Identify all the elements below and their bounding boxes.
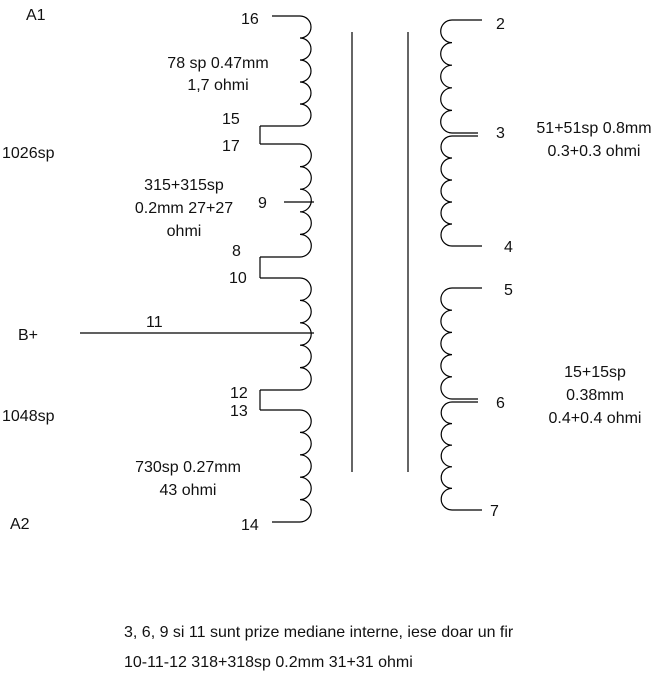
coil-6-7 bbox=[440, 401, 453, 511]
coil-16-15 bbox=[299, 15, 312, 127]
spec-5-7-line3: 0.4+0.4 ohmi bbox=[549, 410, 642, 427]
coil-10-12 bbox=[299, 277, 312, 391]
pin-14: 14 bbox=[241, 517, 259, 534]
spec-17-8-line3: ohmi bbox=[167, 223, 202, 240]
label-a2: A2 bbox=[10, 516, 30, 533]
pin-3: 3 bbox=[496, 125, 505, 142]
pin-12: 12 bbox=[230, 385, 248, 402]
pin-8: 8 bbox=[232, 243, 241, 260]
spec-17-8-line1: 315+315sp bbox=[144, 177, 224, 194]
pin-17: 17 bbox=[222, 138, 240, 155]
coil-13-14 bbox=[299, 409, 312, 523]
pin-7: 7 bbox=[490, 503, 499, 520]
pin-6: 6 bbox=[496, 395, 505, 412]
spec-13-14-line1: 730sp 0.27mm bbox=[135, 459, 241, 476]
pin-11: 11 bbox=[146, 314, 163, 331]
transformer-core bbox=[351, 32, 409, 472]
label-a1: A1 bbox=[26, 7, 46, 24]
secondary-winding bbox=[440, 19, 482, 511]
spec-16-15-line2: 1,7 ohmi bbox=[187, 77, 248, 94]
label-primary-lower-turns: 1048sp bbox=[2, 408, 55, 425]
note-winding-10-12: 10-11-12 318+318sp 0.2mm 31+31 ohmi bbox=[124, 654, 413, 671]
note-center-taps: 3, 6, 9 si 11 sunt prize mediane interne… bbox=[124, 624, 514, 641]
pin-16: 16 bbox=[241, 11, 259, 28]
spec-2-4-line2: 0.3+0.3 ohmi bbox=[548, 143, 641, 160]
spec-2-4: 51+51sp 0.8mm 0.3+0.3 ohmi bbox=[536, 120, 651, 160]
spec-13-14: 730sp 0.27mm 43 ohmi bbox=[135, 459, 241, 499]
spec-17-8-line2: 0.2mm 27+27 bbox=[135, 200, 233, 217]
pin-4: 4 bbox=[504, 239, 513, 256]
coil-2-3 bbox=[440, 19, 453, 134]
spec-5-7-line2: 0.38mm bbox=[566, 387, 624, 404]
primary-winding bbox=[80, 15, 314, 523]
pin-13: 13 bbox=[230, 403, 248, 420]
coil-5-6 bbox=[440, 287, 453, 400]
spec-5-7: 15+15sp 0.38mm 0.4+0.4 ohmi bbox=[549, 364, 642, 427]
spec-2-4-line1: 51+51sp 0.8mm bbox=[536, 120, 651, 137]
pin-2: 2 bbox=[496, 16, 505, 33]
spec-16-15: 78 sp 0.47mm 1,7 ohmi bbox=[167, 55, 268, 94]
spec-16-15-line1: 78 sp 0.47mm bbox=[167, 55, 268, 72]
coil-3-4 bbox=[440, 135, 453, 247]
coil-17-8 bbox=[299, 143, 312, 258]
pin-5: 5 bbox=[504, 282, 513, 299]
spec-17-8: 315+315sp 0.2mm 27+27 ohmi bbox=[135, 177, 233, 240]
label-primary-upper-turns: 1026sp bbox=[2, 145, 55, 162]
spec-5-7-line1: 15+15sp bbox=[564, 364, 626, 381]
pin-9: 9 bbox=[258, 195, 267, 212]
pin-10: 10 bbox=[229, 270, 247, 287]
label-b-plus: B+ bbox=[18, 327, 38, 344]
pin-15: 15 bbox=[222, 111, 240, 128]
spec-13-14-line2: 43 ohmi bbox=[160, 482, 217, 499]
